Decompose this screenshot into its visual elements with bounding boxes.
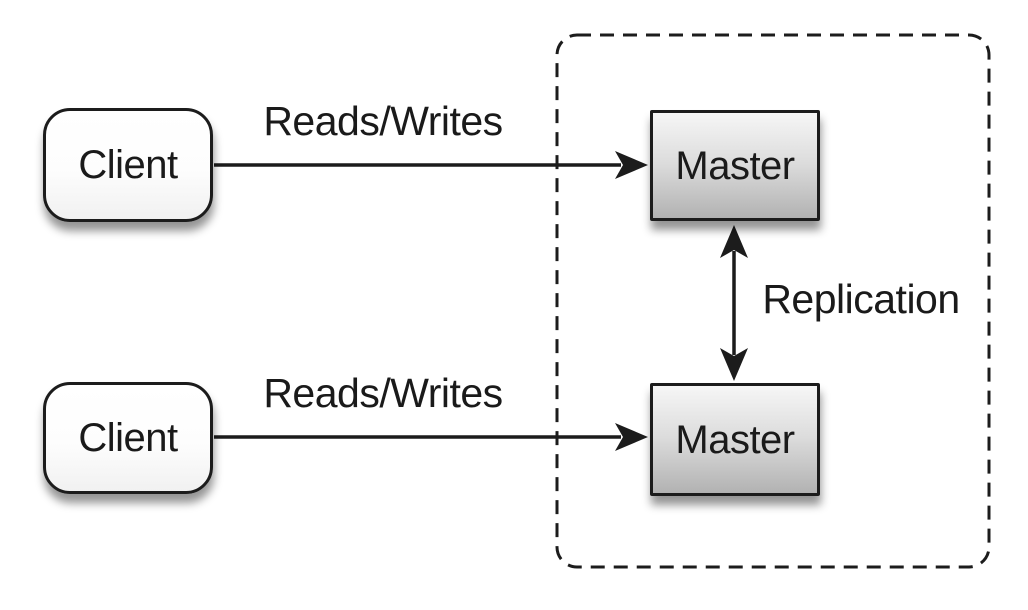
client-node-2: Client [43,382,213,494]
arrowhead-right-icon [615,151,648,179]
client-node-1: Client [43,108,213,222]
edge-label-replication: Replication [762,276,960,322]
arrowhead-down-icon [720,348,748,381]
arrowhead-right-icon [615,423,648,451]
arrowhead-up-icon [720,225,748,258]
arrow-replication [720,225,748,381]
master-node-2: Master [650,383,820,496]
edge-label-reads-writes-1: Reads/Writes [263,98,503,144]
edge-label-reads-writes-2: Reads/Writes [263,370,503,416]
arrow-reads-writes-1 [214,151,648,179]
master-node-1: Master [650,110,820,221]
arrow-reads-writes-2 [214,423,648,451]
replication-group-boundary [555,33,991,569]
